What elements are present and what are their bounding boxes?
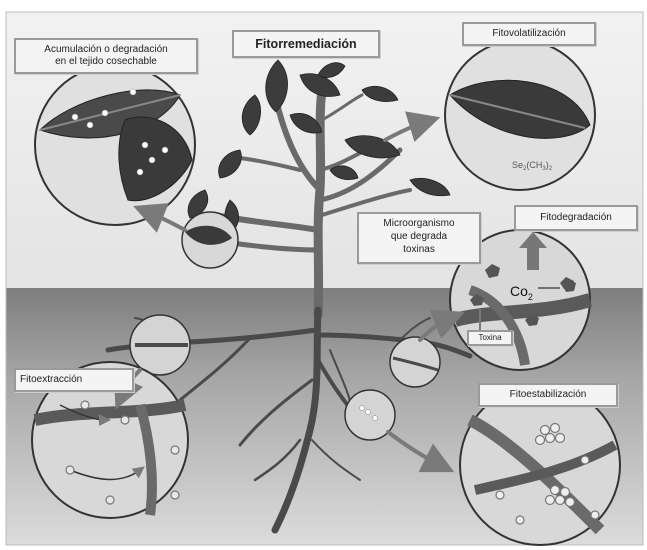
label-acumulacion-line2: en el tejido cosechable [16,56,196,68]
label-fitodegradacion: Fitodegradación [514,205,638,231]
label-fitoextraccion-text: Fitoextracción [20,374,82,385]
label-fitoestabilizacion-text: Fitoestabilización [510,389,587,400]
label-fitovolatilizacion-text: Fitovolatilización [492,28,565,39]
label-acumulacion-line1: Acumulación o degradación [16,44,196,56]
label-microorganismo-line3: toxinas [359,243,479,256]
label-toxina: Toxina [467,330,513,346]
label-fitovolatilizacion: Fitovolatilización [462,22,596,46]
zoom-root-stabilization [460,385,620,545]
label-fitoextraccion: Fitoextracción [14,368,134,392]
label-microorganismo-line1: Microorganismo [359,217,479,230]
label-acumulacion: Acumulación o degradación en el tejido c… [14,38,198,74]
label-toxina-text: Toxina [478,333,501,342]
label-fitoestabilizacion: Fitoestabilización [478,383,618,407]
title-box: Fitorremediación [232,30,380,58]
zoom-leaf-accumulation [35,65,195,225]
label-fitodegradacion-text: Fitodegradación [540,212,612,223]
label-microorganismo-line2: que degrada [359,230,479,243]
label-microorganismo: Microorganismo que degrada toxinas [357,212,481,264]
page-title: Fitorremediación [255,37,356,51]
